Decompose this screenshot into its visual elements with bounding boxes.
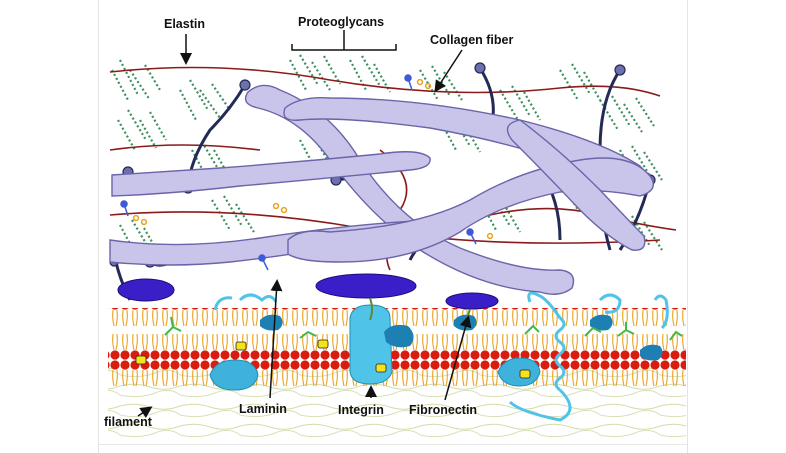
laminin-disc [316, 274, 416, 298]
proteoglycans-bracket [292, 30, 396, 50]
label-integrin: Integrin [338, 403, 384, 417]
label-collagen-fiber: Collagen fiber [430, 33, 513, 47]
laminin-disc [118, 279, 174, 301]
fibronectin-disc [446, 293, 498, 309]
transmembrane-protein [210, 360, 258, 390]
label-elastin: Elastin [164, 17, 205, 31]
laminin-discs [118, 274, 498, 309]
label-filament: filament [104, 415, 153, 429]
arrow-icon [436, 50, 462, 90]
collagen-fibers [110, 85, 653, 294]
label-fibronectin: Fibronectin [409, 403, 477, 417]
label-proteoglycans: Proteoglycans [298, 15, 384, 29]
label-laminin: Laminin [239, 402, 287, 416]
